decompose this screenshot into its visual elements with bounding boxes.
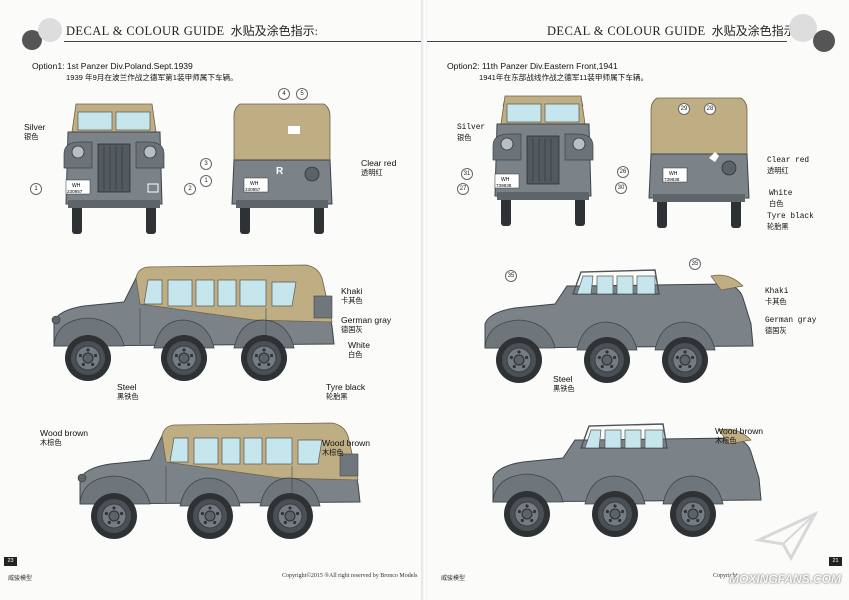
rear-plate-2: [662, 167, 688, 183]
header-rule-right: [427, 41, 787, 42]
header-circle-dark: [22, 30, 42, 50]
callout-27: 27: [457, 183, 469, 195]
front-plate-2-number: 739838: [496, 183, 512, 188]
rear-plate-2-wh: WH: [669, 171, 678, 177]
option2-front-view: WH 739838: [492, 95, 594, 227]
rear-plate: [243, 177, 269, 193]
option1-side-view-closed: [44, 262, 344, 386]
callout-35-left: 35: [505, 270, 517, 282]
callout-2-front: 2: [184, 183, 196, 195]
callout-5: 5: [296, 88, 308, 100]
callout-30: 30: [615, 182, 627, 194]
book-gutter: [421, 0, 429, 600]
callout-29: 29: [678, 103, 690, 115]
page-number-right: 21: [829, 557, 842, 566]
watermark: MOXINGFANS.COM: [728, 572, 841, 586]
option1-subtitle: 1939 年9月在波兰作战之德军第1装甲师属下车辆。: [66, 73, 238, 82]
footer-publisher-right: 威骏模型: [441, 576, 466, 582]
callout-4: 4: [278, 88, 290, 100]
header-title-right-cn: 水贴及涂色指示:: [711, 24, 799, 38]
footer-copyright-right: Copyright: [713, 573, 738, 579]
option2-rear-view: WH 739838: [648, 97, 750, 229]
rear-plate-wh: WH: [250, 181, 259, 187]
front-plate-2: [494, 173, 520, 189]
header-circle-right-light: [789, 14, 817, 42]
footer-publisher-left: 威骏模型: [8, 576, 33, 582]
header-circle-light: [38, 18, 62, 42]
option2-title: Option2: 11th Panzer Div.Eastern Front,1…: [447, 61, 618, 71]
callout-3: 3: [200, 158, 212, 170]
callout-1-front: 1: [30, 183, 42, 195]
option2-side-view-open: [475, 264, 765, 388]
option1-title: Option1: 1st Panzer Div.Poland.Sept.1939: [32, 61, 193, 71]
header-rule: [64, 41, 423, 42]
paper-plane-logo: [753, 510, 819, 562]
option2-subtitle: 1941年在东部战线作战之德军11装甲师属下车辆。: [479, 73, 649, 82]
callout-26: 26: [617, 166, 629, 178]
option1-rear-view: R WH 230957: [231, 103, 333, 235]
rear-plate-number: 230957: [245, 187, 261, 192]
front-tactical-sign: [147, 183, 159, 193]
front-plate: [65, 179, 91, 195]
callout-35-right: 35: [689, 258, 701, 270]
page-number-left: 23: [4, 557, 17, 566]
callout-1-rear: 1: [200, 175, 212, 187]
rear-plate-2-number: 739838: [664, 177, 680, 182]
callout-31: 31: [461, 168, 473, 180]
front-plate-wh: WH: [72, 183, 81, 189]
rear-marking-r: R: [276, 166, 284, 177]
front-plate-number: 230957: [67, 189, 83, 194]
header-circle-right-dark: [813, 30, 835, 52]
option1-front-view: WH 230957: [63, 103, 165, 235]
footer-copyright-left: Copyright©2015 ®All right reserved by Br…: [282, 573, 418, 579]
callout-28: 28: [704, 103, 716, 115]
header-title-cn: 水贴及涂色指示:: [230, 24, 318, 38]
front-plate-2-wh: WH: [501, 177, 510, 183]
